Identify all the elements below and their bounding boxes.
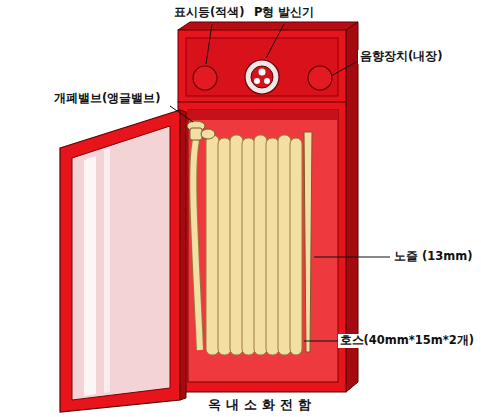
hose-label: 호스(40mm*15m*2개) bbox=[338, 334, 477, 348]
caption: 옥내소화전함 bbox=[208, 396, 316, 414]
nozzle-label: 노즐 (13mm) bbox=[392, 250, 475, 264]
valve-label: 개폐밸브(앵글밸브) bbox=[52, 92, 163, 106]
alarm-bell-label: 음향장치(내장) bbox=[358, 50, 445, 64]
transmitter-label: P형 발신기 bbox=[252, 6, 316, 20]
indicator-lamp-label: 표시등(적색) bbox=[172, 6, 247, 20]
